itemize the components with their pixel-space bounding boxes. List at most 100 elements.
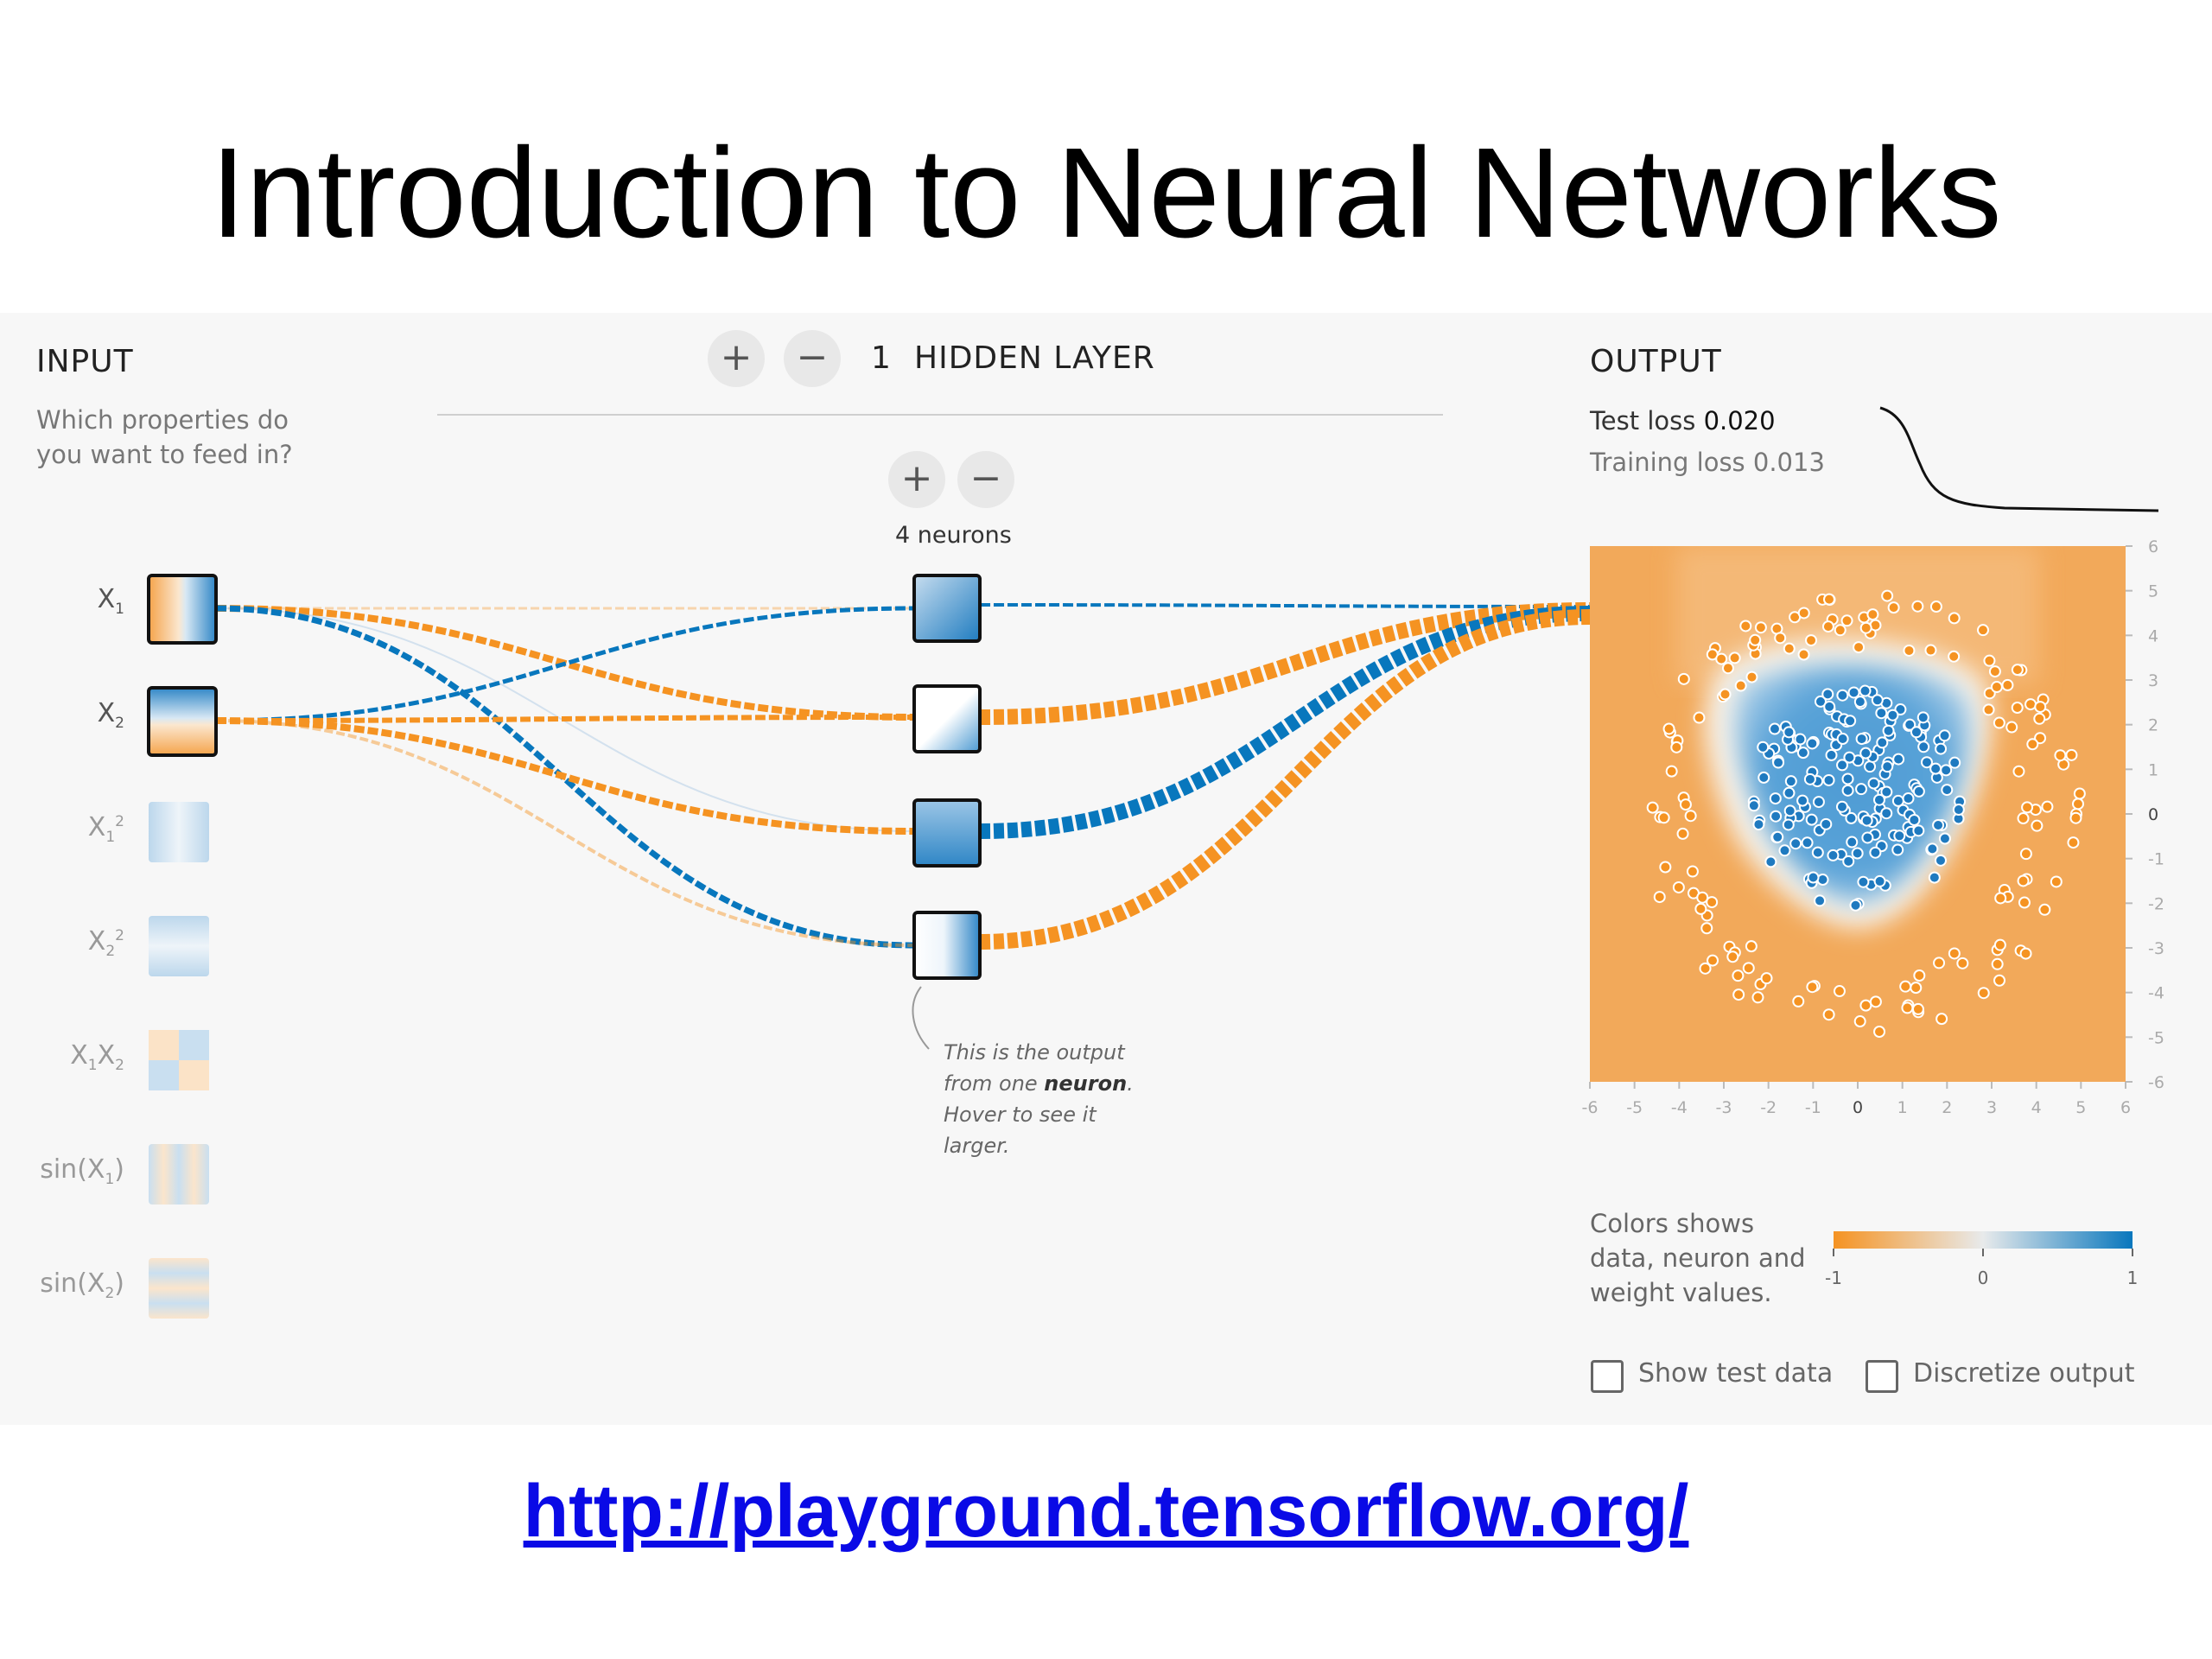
data-point-blue bbox=[1882, 724, 1895, 737]
playground-link[interactable]: http://playground.tensorflow.org/ bbox=[523, 1470, 1689, 1553]
data-point-orange bbox=[1993, 716, 2005, 729]
x-tick-label: -1 bbox=[1805, 1098, 1821, 1117]
data-point-blue bbox=[1814, 894, 1827, 907]
data-point-blue bbox=[1796, 747, 1809, 760]
feature-label-x1: X1 bbox=[97, 584, 124, 618]
neuron-1[interactable] bbox=[912, 574, 982, 643]
data-point-blue bbox=[1872, 793, 1885, 806]
feature-sin-x2-tile[interactable] bbox=[149, 1258, 209, 1319]
color-scale: -1 0 1 bbox=[1825, 1231, 2138, 1288]
neuron-2[interactable] bbox=[912, 684, 982, 753]
data-point-blue bbox=[1845, 811, 1858, 824]
data-point-orange bbox=[1821, 620, 1834, 633]
data-point-orange bbox=[1677, 672, 1690, 685]
y-tick-label: -3 bbox=[2148, 939, 2164, 958]
link-x2-n3 bbox=[215, 717, 915, 835]
data-point-blue bbox=[1844, 715, 1857, 728]
data-point-orange bbox=[1662, 722, 1675, 735]
data-point-orange bbox=[1853, 1015, 1866, 1028]
data-point-orange bbox=[1948, 650, 1961, 663]
y-tick-label: 0 bbox=[2148, 805, 2158, 824]
data-point-orange bbox=[1911, 600, 1924, 613]
feature-sin-x1-tile[interactable] bbox=[149, 1144, 209, 1205]
neuron-4[interactable] bbox=[912, 911, 982, 980]
data-point-orange bbox=[1665, 765, 1678, 778]
data-point-blue bbox=[1771, 830, 1784, 843]
data-point-blue bbox=[1893, 830, 1906, 842]
data-point-blue bbox=[1881, 760, 1894, 773]
neuron-hint-note: This is the output from one neuron. Hove… bbox=[944, 1040, 1134, 1158]
feature-label-x2-squared: X22 bbox=[87, 926, 124, 960]
data-point-orange bbox=[1728, 652, 1741, 664]
data-point-orange bbox=[1745, 671, 1758, 683]
x-tick-label: 1 bbox=[1897, 1098, 1908, 1117]
data-point-orange bbox=[1859, 621, 1872, 634]
slide-title: Introduction to Neural Networks bbox=[210, 122, 2002, 264]
data-point-blue bbox=[1843, 751, 1856, 764]
connections-input-hidden bbox=[215, 605, 915, 949]
data-point-orange bbox=[1696, 891, 1709, 904]
connections-hidden-output bbox=[979, 602, 1591, 950]
discretize-output-checkbox[interactable] bbox=[1866, 1360, 1898, 1393]
show-test-data-checkbox[interactable] bbox=[1591, 1360, 1624, 1393]
loss-curve bbox=[1879, 406, 2159, 512]
output-header: OUTPUT bbox=[1590, 344, 1722, 379]
data-point-blue bbox=[1812, 796, 1825, 809]
data-point-blue bbox=[1836, 689, 1849, 702]
data-point-orange bbox=[1990, 681, 2003, 694]
data-point-blue bbox=[1789, 837, 1802, 850]
data-point-orange bbox=[1670, 741, 1683, 753]
add-layer-button[interactable]: + bbox=[708, 330, 765, 387]
data-point-blue bbox=[1820, 817, 1833, 830]
data-point-orange bbox=[1911, 1002, 1924, 1015]
feature-x2-squared-tile[interactable] bbox=[149, 916, 209, 976]
data-point-blue bbox=[1822, 773, 1835, 786]
data-point-orange bbox=[1881, 589, 1894, 602]
data-point-blue bbox=[1783, 726, 1796, 739]
show-test-data-label[interactable]: Show test data bbox=[1638, 1358, 1834, 1389]
data-point-orange bbox=[1903, 644, 1916, 657]
data-point-blue bbox=[1836, 733, 1849, 746]
data-point-blue bbox=[1847, 686, 1860, 699]
neuron-3[interactable] bbox=[912, 798, 982, 868]
feature-x2-tile[interactable] bbox=[147, 686, 218, 757]
remove-neuron-button[interactable]: − bbox=[957, 451, 1014, 508]
data-point-orange bbox=[2041, 800, 2054, 813]
feature-x1-squared-tile[interactable] bbox=[149, 802, 209, 862]
data-point-orange bbox=[2001, 678, 2014, 691]
data-point-orange bbox=[1749, 633, 1762, 646]
data-point-blue bbox=[1783, 786, 1796, 799]
add-neuron-button[interactable]: + bbox=[888, 451, 945, 508]
link-x2-n4 bbox=[215, 719, 915, 947]
data-point-blue bbox=[1876, 736, 1889, 749]
data-point-orange bbox=[1754, 621, 1767, 634]
data-point-blue bbox=[1910, 726, 1923, 739]
y-tick-label: 2 bbox=[2148, 716, 2158, 735]
data-point-orange bbox=[2018, 896, 2031, 909]
input-question-line1: Which properties do bbox=[36, 405, 289, 435]
data-point-blue bbox=[1758, 771, 1770, 784]
x-tick-label: 3 bbox=[1986, 1098, 1997, 1117]
data-point-orange bbox=[1760, 972, 1773, 985]
y-tick-label: -4 bbox=[2148, 984, 2164, 1003]
data-point-orange bbox=[2024, 698, 2037, 711]
input-header: INPUT bbox=[36, 344, 134, 379]
data-point-orange bbox=[1739, 620, 1752, 632]
data-point-orange bbox=[1686, 865, 1699, 878]
data-point-blue bbox=[1869, 846, 1882, 859]
data-point-orange bbox=[2011, 664, 2024, 677]
feature-x1-tile[interactable] bbox=[147, 574, 218, 645]
data-point-orange bbox=[2065, 748, 2078, 761]
link-n1-out bbox=[979, 603, 1591, 608]
data-point-orange bbox=[1929, 601, 1942, 613]
x-tick-label: -2 bbox=[1760, 1098, 1777, 1117]
data-point-blue bbox=[1904, 718, 1916, 731]
data-point-orange bbox=[1797, 648, 1810, 661]
feature-x1x2-tile[interactable] bbox=[149, 1030, 209, 1090]
data-point-orange bbox=[1742, 962, 1755, 975]
remove-layer-button[interactable]: − bbox=[784, 330, 841, 387]
data-point-orange bbox=[1706, 896, 1719, 909]
data-point-blue bbox=[1769, 792, 1782, 805]
discretize-output-label[interactable]: Discretize output bbox=[1913, 1358, 2135, 1389]
